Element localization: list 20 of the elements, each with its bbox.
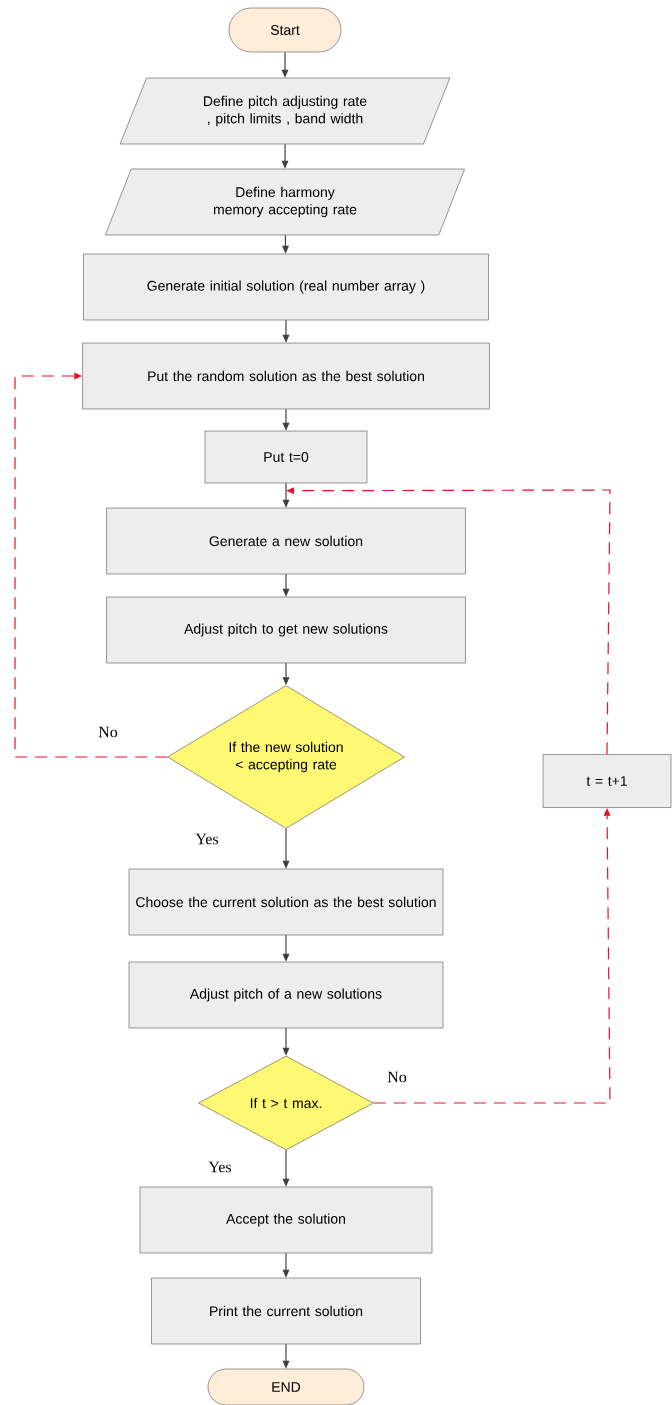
process-box: Adjust pitch of a new solutions — [128, 961, 444, 1029]
process-box: Generate initial solution (real number array ) — [83, 253, 489, 321]
input-parallelogram: Define harmony memory accepting rate — [105, 168, 465, 236]
process-box: Print the current solution — [151, 1277, 421, 1345]
process-box: t = t+1 — [542, 754, 672, 808]
input-parallelogram: Define pitch adjusting rate , pitch limits , band width — [119, 77, 451, 145]
process-box: Put the random solution as the best solution — [82, 342, 490, 410]
arrow — [14, 372, 168, 758]
edge-label: Yes — [207, 1160, 233, 1174]
process-box: Put t=0 — [204, 430, 368, 484]
start-terminal: Start — [228, 7, 342, 53]
end-terminal: END — [207, 1368, 365, 1405]
edge-label: Yes — [194, 832, 220, 846]
edge-label: No — [385, 1070, 409, 1084]
process-box: Adjust pitch to get new solutions — [106, 596, 466, 664]
process-box: Choose the current solution as the best solution — [128, 868, 444, 936]
arrow — [286, 487, 611, 755]
process-box: Accept the solution — [139, 1186, 433, 1254]
edge-label: No — [96, 725, 120, 739]
process-box: Generate a new solution — [106, 507, 466, 575]
